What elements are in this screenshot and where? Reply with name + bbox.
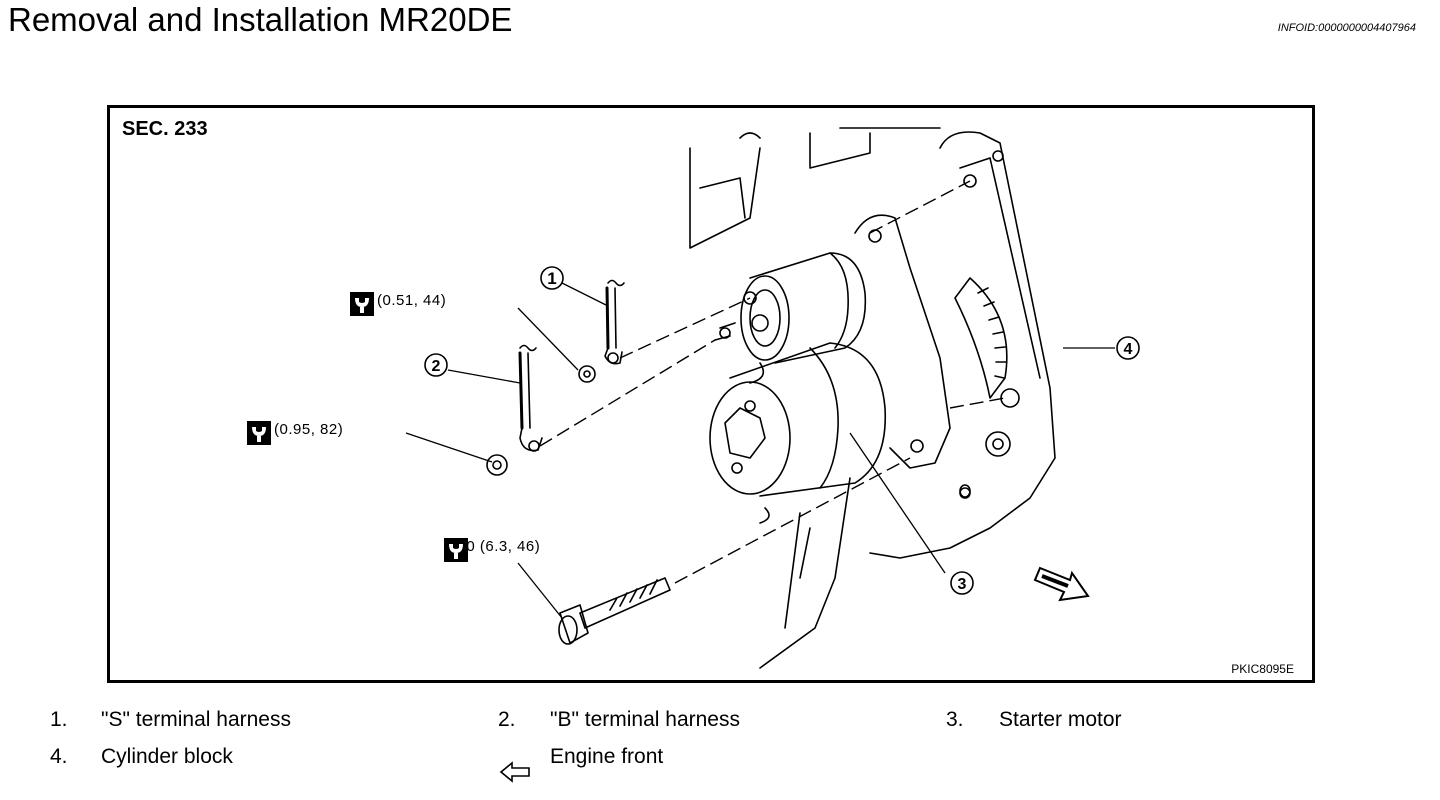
- legend-text: Cylinder block: [101, 745, 233, 768]
- info-id: INFOID:0000000004407964: [1277, 22, 1416, 34]
- torque-spec-3: 62.0 (6.3, 46): [444, 538, 540, 562]
- legend-text: Engine front: [550, 745, 664, 768]
- callout-1: 1: [540, 266, 564, 290]
- callout-4-label: 4: [1124, 341, 1133, 358]
- torque-spec-1: 5.0 (0.51, 44): [350, 292, 446, 316]
- engine-front-arrow-icon: [1033, 566, 1090, 602]
- figure-code: PKIC8095E: [1231, 662, 1294, 676]
- callout-3: 3: [950, 571, 974, 595]
- engine-front-arrow-icon: [499, 761, 530, 783]
- starter-motor-illustration: 1 2 3 4: [405, 127, 1140, 669]
- section-label: SEC. 233: [122, 118, 208, 140]
- legend-text: "B" terminal harness: [550, 708, 740, 731]
- torque-wrench-icon: [247, 421, 271, 445]
- torque-wrench-icon: [444, 538, 468, 562]
- callout-3-label: 3: [958, 576, 967, 593]
- torque-spec-2: 9.3 (0.95, 82): [247, 421, 343, 445]
- legend-text: Starter motor: [999, 708, 1122, 731]
- legend-num: 4.: [50, 745, 68, 768]
- legend-text: "S" terminal harness: [101, 708, 291, 731]
- callout-2-label: 2: [432, 358, 441, 375]
- page-title: Removal and Installation MR20DE: [8, 1, 513, 38]
- legend-num: 3.: [946, 708, 964, 731]
- diagram-figure: 1 2 3 4 SEC. 233 PKIC8095E 5.0 (0.51, 44…: [107, 105, 1315, 683]
- callout-4: 4: [1116, 336, 1140, 360]
- legend-num: 2.: [498, 708, 516, 731]
- legend-num: 1.: [50, 708, 68, 731]
- torque-wrench-icon: [350, 292, 374, 316]
- callout-2: 2: [424, 353, 448, 377]
- callout-1-label: 1: [547, 269, 556, 288]
